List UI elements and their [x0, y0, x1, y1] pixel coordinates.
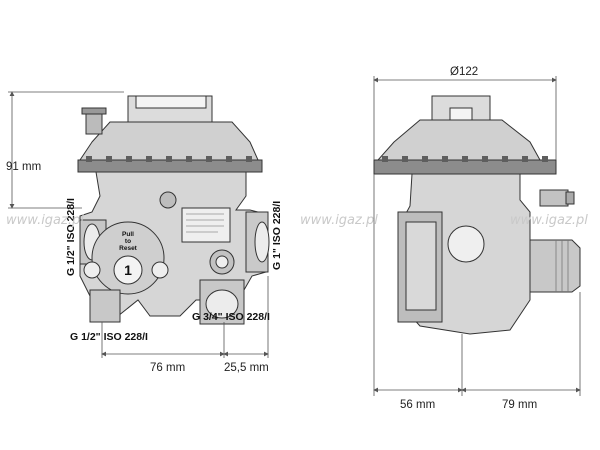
thread-bottom-mid-label: G 3/4" ISO 228/I: [192, 311, 270, 323]
side-dome: [376, 119, 541, 161]
watermark-2: www.igaz.pl: [300, 213, 378, 228]
dim-79-label: 79 mm: [502, 399, 537, 411]
front-view: 1: [77, 95, 270, 325]
front-dome: [79, 121, 259, 161]
center-port: [447, 225, 485, 263]
thread-left-label: G 1/2" ISO 228/I: [65, 198, 77, 276]
reset-label-line3: Reset: [119, 245, 138, 252]
dim-diameter-label: Ø122: [450, 66, 478, 78]
dim-76-label: 76 mm: [150, 362, 185, 374]
watermark-3: www.igaz.pl: [510, 213, 588, 228]
reset-label-line1: Pull: [122, 231, 134, 238]
dim-height-label: 91 mm: [6, 161, 41, 173]
dim-25-label: 25,5 mm: [224, 362, 269, 374]
reset-label-line2: to: [125, 238, 131, 245]
vent-knob: [85, 111, 103, 135]
bottom-left-port: [89, 289, 121, 323]
side-nozzle: [529, 239, 581, 293]
thread-right-label: G 1" ISO 228/I: [271, 201, 283, 270]
svg-text:1: 1: [124, 262, 132, 278]
label-plate: [181, 207, 231, 243]
thread-bottom-left-label: G 1/2" ISO 228/I: [70, 331, 148, 343]
watermark-1: www.igaz.pl: [6, 213, 84, 228]
side-view: [373, 95, 581, 335]
dim-56-label: 56 mm: [400, 399, 435, 411]
